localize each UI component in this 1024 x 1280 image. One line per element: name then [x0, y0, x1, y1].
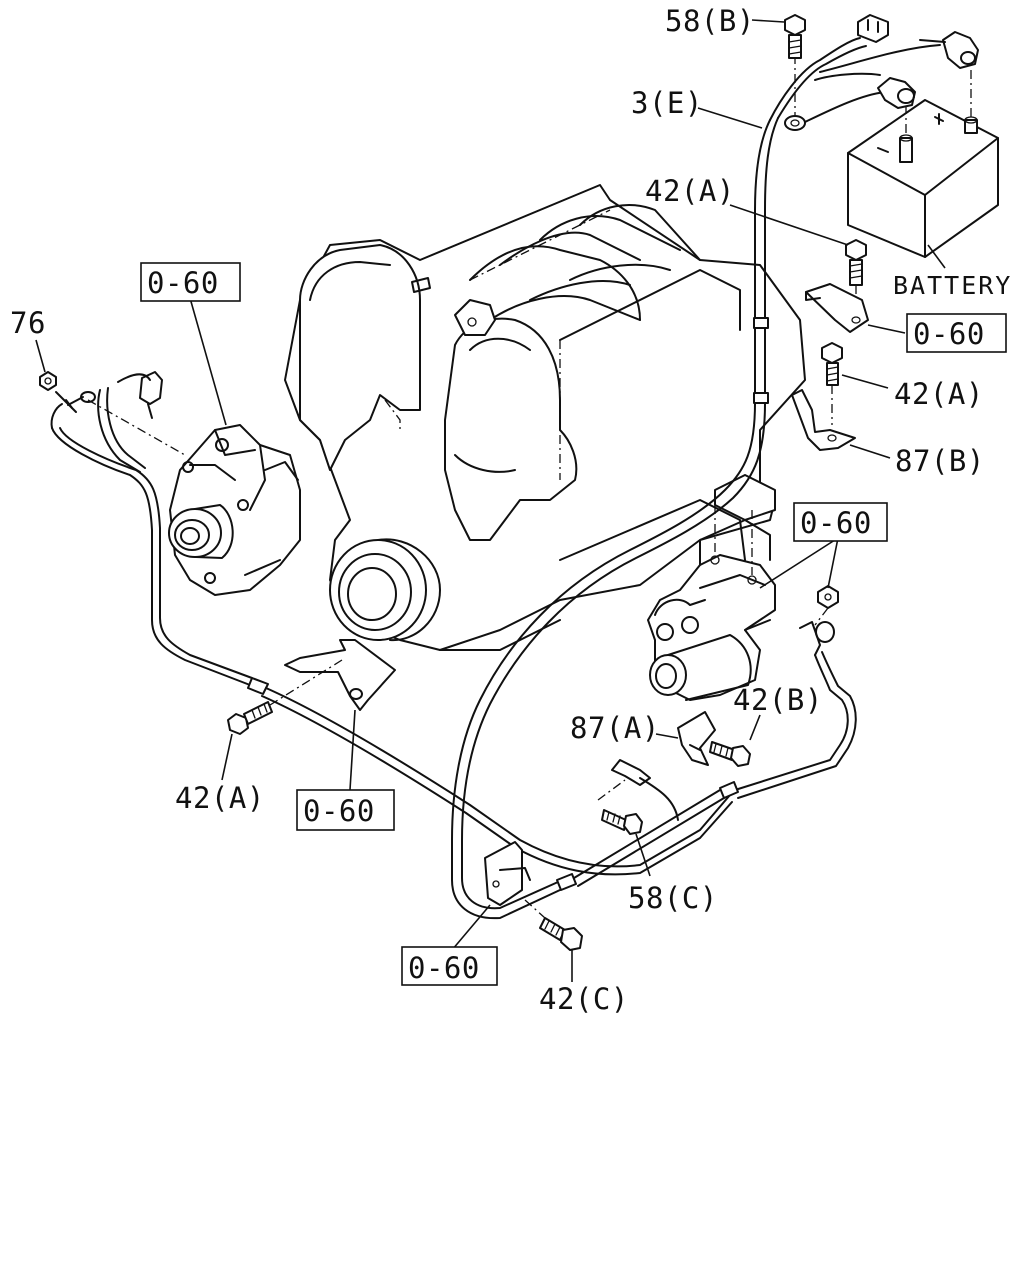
leader-58b	[751, 19, 785, 23]
bracket-87a	[655, 711, 716, 766]
ref-box-starter	[793, 502, 888, 542]
callout-42c: 42(C)	[539, 982, 629, 1016]
bolt-42a-right	[821, 342, 889, 425]
callout-58c: 58(C)	[628, 881, 718, 915]
callout-060-battery: 0-60	[913, 317, 985, 351]
callout-060-alternator: 0-60	[147, 266, 219, 300]
starter-motor	[647, 505, 857, 799]
callout-76: 76	[10, 306, 46, 340]
callout-42a-right: 42(A)	[894, 377, 984, 411]
leader-060-alt	[189, 297, 227, 426]
callout-060-starter: 0-60	[800, 506, 872, 540]
callout-060-bottom: 0-60	[408, 951, 480, 985]
leader-060-starter	[759, 537, 839, 589]
bolt-58c	[597, 759, 679, 877]
callout-battery: BATTERY	[893, 271, 1012, 300]
callout-060-bracket: 0-60	[303, 794, 375, 828]
ref-box-bottom	[401, 946, 498, 986]
callout-42a-top: 42(A)	[645, 174, 735, 208]
battery-harness	[451, 14, 979, 920]
bracket-bottom	[451, 841, 546, 951]
leader-3e	[697, 107, 763, 129]
ref-box-bracket	[296, 789, 395, 831]
ref-box-battery	[906, 313, 1007, 353]
bolt-42b	[709, 714, 761, 767]
alternator	[39, 371, 301, 596]
bracket-battery	[805, 283, 906, 334]
callout-58b: 58(B)	[665, 4, 755, 38]
bolt-42c	[539, 917, 583, 982]
callout-42b: 42(B)	[733, 683, 823, 717]
ref-box-alt	[140, 262, 241, 302]
engine-block	[284, 184, 806, 651]
bolt-42a-left	[221, 701, 273, 781]
bracket-left-lower	[269, 639, 396, 791]
leader-42a-top	[729, 204, 849, 246]
bracket-87b	[791, 389, 891, 459]
callout-87b: 87(B)	[895, 444, 985, 478]
callout-42a-left: 42(A)	[175, 781, 265, 815]
callout-87a: 87(A)	[570, 711, 660, 745]
battery	[847, 70, 999, 269]
bolt-42a-top	[845, 239, 867, 318]
callout-3e: 3(E)	[631, 86, 703, 120]
bolt-58b	[784, 14, 806, 59]
leader-76	[35, 339, 46, 373]
